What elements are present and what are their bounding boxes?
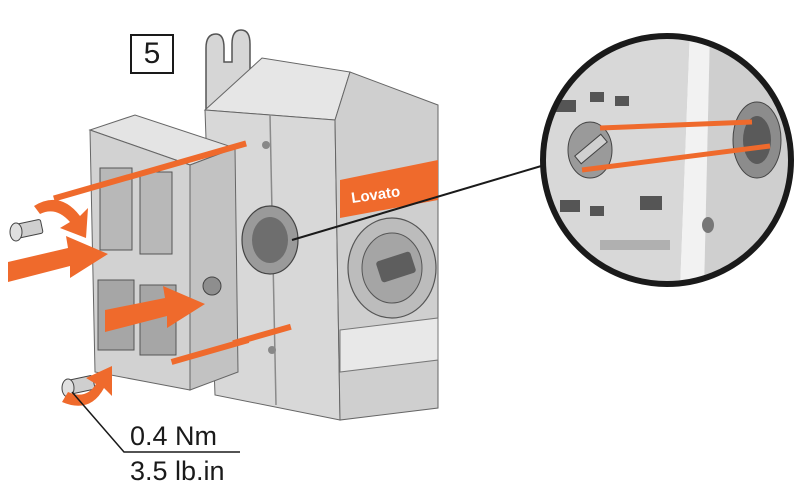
magnifier-ring (540, 33, 794, 287)
torque-value-nm: 0.4 Nm (130, 421, 218, 451)
step-number: 5 (143, 37, 161, 70)
rotate-arrow-top (34, 199, 88, 238)
fixing-hole (202, 276, 222, 296)
insert-arrow-center (105, 286, 205, 332)
detail-leader-line (291, 163, 549, 241)
step-number-box: 5 (130, 34, 174, 74)
alignment-line-top (599, 119, 753, 131)
magnified-detail (543, 36, 791, 284)
motion-arrows (8, 140, 292, 406)
top-screw (9, 219, 44, 242)
guide-line-low (232, 323, 292, 347)
brand-logo: Lovato (350, 183, 401, 207)
guide-line-top (53, 140, 247, 202)
alignment-line-bottom (581, 143, 771, 173)
switch-body: Lovato (203, 57, 439, 421)
torque-value-lbin: 3.5 lb.in (130, 456, 225, 486)
torque-leader-line (71, 391, 240, 453)
insert-arrow-left (8, 236, 108, 282)
guide-line-mid (170, 337, 250, 365)
